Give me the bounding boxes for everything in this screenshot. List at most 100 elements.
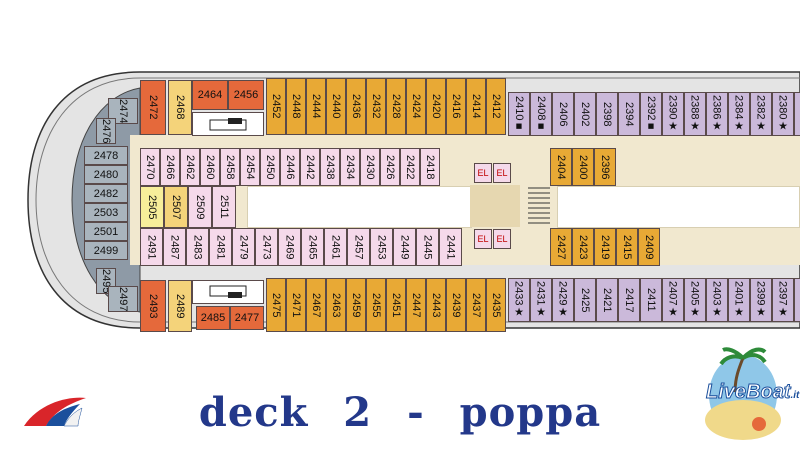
cabin: 2415 (616, 228, 638, 266)
cabin-number: 2462 (184, 154, 196, 180)
cabin: 2437 (466, 278, 486, 332)
elevator-label: EL (493, 163, 511, 183)
cabin-number: 2505 (146, 194, 158, 220)
cabin-number: 2442 (304, 154, 316, 180)
cabin: 2386★ (706, 92, 728, 136)
cabin: 2434 (340, 148, 360, 186)
cabin: 2507 (164, 186, 188, 228)
cabin: 2408■ (530, 92, 552, 136)
cabin: 2421 (596, 278, 618, 322)
elevator-label: EL (474, 229, 492, 249)
cabin: 2442 (300, 148, 320, 186)
cabin-number: 2476 (100, 118, 112, 144)
cabin-number: 2404 (555, 154, 567, 180)
cabin-number: 2382★ (754, 95, 767, 133)
inner-block-left (247, 186, 472, 228)
cabin: 2476 (96, 118, 116, 144)
cabin: 2441 (439, 228, 462, 266)
cabin-number: 2431★ (534, 281, 547, 319)
cabin-number: 2491 (145, 234, 158, 260)
cabin: 2419 (594, 228, 616, 266)
cabin-number: 2447 (410, 292, 422, 318)
cabin: 2439 (446, 278, 466, 332)
brand-name: LiveBoat.it (705, 381, 799, 404)
cabin-number: 2482 (93, 187, 119, 200)
cabin-number: 2499 (93, 244, 119, 257)
cabin: 2412 (486, 78, 506, 135)
cabin-number: 2483 (191, 234, 204, 260)
cabin: 2452 (266, 78, 286, 135)
cabin-number: 2479 (237, 234, 250, 260)
cabin-number: 2456 (233, 89, 259, 101)
cabin: 2445 (416, 228, 439, 266)
cabin: 2380★ (772, 92, 794, 136)
cabin-number: 2449 (398, 234, 411, 260)
cabin-number: 2471 (290, 292, 302, 318)
cabin-number: 2408■ (535, 95, 547, 133)
cabin: 2388★ (684, 92, 706, 136)
cabin-number: 2463 (330, 292, 342, 318)
cabin-number: 2445 (421, 234, 434, 260)
elevator-label: EL (474, 163, 492, 183)
cabin: 2418 (420, 148, 440, 186)
cabin: 2480 (84, 165, 128, 184)
cabin-number: 2453 (375, 234, 388, 260)
stairwell (470, 185, 520, 227)
cabin: 2416 (446, 78, 466, 135)
cabin: 2428 (386, 78, 406, 135)
cabin-number: 2434 (344, 154, 356, 180)
cabin-number: 2468 (174, 95, 186, 120)
cabin: 2429★ (552, 278, 574, 322)
cabin-number: 2420 (430, 94, 442, 119)
cabin-number: 2480 (93, 168, 119, 181)
cabin: 2460 (200, 148, 220, 186)
cabin: 2466 (160, 148, 180, 186)
cabin: 2422 (400, 148, 420, 186)
liveboat-logo-icon (705, 347, 781, 440)
cabin-number: 2439 (450, 292, 462, 318)
cabin: 2409 (638, 228, 660, 266)
cabin-number: 2448 (290, 94, 302, 119)
cabin-number: 2472 (147, 95, 159, 120)
cabin-number: 2400 (577, 154, 589, 180)
cabin: 2407★ (662, 278, 684, 322)
cabin: 2423 (572, 228, 594, 266)
cabin: 2396 (594, 148, 616, 186)
cabin: 2468 (168, 80, 192, 135)
cabin: 2461 (324, 228, 347, 266)
cabin: 2475 (266, 278, 286, 332)
cabin-number: 2414 (470, 94, 482, 119)
cabin-number: 2503 (93, 206, 119, 219)
cabin: 2382★ (750, 92, 772, 136)
cabin-number: 2464 (197, 89, 223, 101)
cabin: 2477 (230, 306, 264, 330)
cabin-number: 2386★ (710, 95, 723, 133)
cabin: 2411 (640, 278, 662, 322)
cabin: 2462 (180, 148, 200, 186)
cabin-number: 2443 (430, 292, 442, 318)
cabin-number: 2497 (117, 286, 129, 312)
title-number: 2 (343, 389, 373, 436)
cabin: 2471 (286, 278, 306, 332)
cabin: 2405★ (684, 278, 706, 322)
cabin-number: 2485 (200, 312, 226, 324)
cabin-number: 2419 (599, 234, 611, 260)
cabin: 2397★ (772, 278, 794, 322)
cabin-number: 2511 (218, 195, 230, 219)
cabin: 2491 (140, 228, 163, 266)
cabin-number: 2428 (390, 94, 402, 119)
cabin: 2399★ (750, 278, 772, 322)
cabin-number: 2459 (350, 292, 362, 318)
cabin-number: 2390★ (666, 95, 679, 133)
cabin: 2435 (486, 278, 506, 332)
cabin-number: 2407★ (666, 281, 679, 319)
cabin-number: 2410■ (513, 95, 525, 133)
cabin: 2489 (168, 280, 192, 332)
cabin: 2444 (306, 78, 326, 135)
cabin-number: 2457 (352, 234, 365, 260)
cabin-number: 2412 (490, 94, 502, 119)
cabin-number: 2446 (284, 154, 296, 180)
cabin-number: 2402 (579, 101, 591, 127)
cabin: 2414 (466, 78, 486, 135)
cabin: 2465 (301, 228, 324, 266)
